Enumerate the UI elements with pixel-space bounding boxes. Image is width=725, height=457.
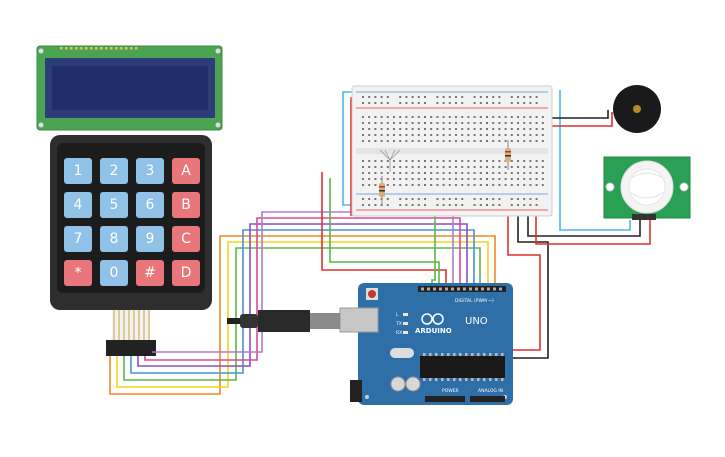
rgb-led[interactable] [379, 149, 401, 172]
keypad-key-label: D [181, 265, 192, 281]
keypad-key-label: 8 [110, 231, 119, 247]
keypad-key-label: 3 [146, 163, 155, 179]
atmega-chip [420, 356, 505, 378]
onboard-led-tx: TX [395, 321, 408, 327]
lcd-header-pins [60, 47, 138, 50]
keypad-key-1[interactable]: 1 [64, 158, 92, 184]
breadboard-holes [362, 96, 544, 206]
keypad-key-3[interactable]: 3 [136, 158, 164, 184]
keypad-key-9[interactable]: 9 [136, 226, 164, 252]
keypad[interactable]: 1 2 3 A 4 5 6 B 7 8 9 C * 0 # D [50, 135, 212, 356]
keypad-key-label: 5 [110, 197, 119, 213]
onboard-led-l: L [396, 312, 408, 318]
keypad-key-label: 9 [146, 231, 155, 247]
digital-label: DIGITAL (PWM ~) [455, 298, 494, 304]
keypad-key-2[interactable]: 2 [100, 158, 128, 184]
keypad-key-7[interactable]: 7 [64, 226, 92, 252]
keypad-key-label: C [181, 231, 191, 247]
keypad-ribbon [113, 310, 150, 342]
arduino-model: UNO [465, 316, 488, 327]
keypad-key-label: B [181, 197, 191, 213]
keypad-key-6[interactable]: 6 [136, 192, 164, 218]
breadboard[interactable] [351, 85, 553, 217]
arduino-brand: ARDUINO [415, 327, 452, 335]
keypad-key-label: 4 [74, 197, 83, 213]
onboard-led-rx: RX [396, 330, 408, 336]
analog-label: ANALOG IN [478, 388, 503, 394]
keypad-key-label: * [75, 265, 82, 281]
keypad-key-label: 0 [110, 265, 119, 281]
piezo-buzzer[interactable] [613, 85, 661, 133]
lcd-screen [52, 66, 208, 110]
keypad-key-0[interactable]: 0 [100, 260, 128, 286]
keypad-key-label: 1 [74, 163, 83, 179]
keypad-key-5[interactable]: 5 [100, 192, 128, 218]
onboard-led-label: RX [396, 330, 402, 336]
onboard-led-label: L [396, 312, 399, 318]
keypad-key-label: # [144, 265, 156, 281]
keypad-wires [109, 211, 496, 395]
resistor-1[interactable] [379, 176, 385, 204]
usb-cable [227, 310, 340, 332]
keypad-key-*[interactable]: * [64, 260, 92, 286]
lcd-display[interactable] [36, 45, 223, 131]
keypad-key-D[interactable]: D [172, 260, 200, 286]
breadboard-wires [321, 90, 651, 405]
keypad-key-label: 2 [110, 163, 119, 179]
keypad-key-label: 6 [146, 197, 155, 213]
keypad-key-A[interactable]: A [172, 158, 200, 184]
keypad-connector [106, 340, 156, 356]
keypad-key-B[interactable]: B [172, 192, 200, 218]
keypad-key-label: 7 [74, 231, 83, 247]
resistor-2[interactable] [505, 140, 511, 170]
pir-sensor[interactable] [603, 156, 691, 220]
power-label: POWER [442, 388, 459, 394]
keypad-key-label: A [181, 163, 191, 179]
keypad-key-#[interactable]: # [136, 260, 164, 286]
keypad-key-C[interactable]: C [172, 226, 200, 252]
onboard-led-label: TX [395, 321, 402, 327]
keypad-key-4[interactable]: 4 [64, 192, 92, 218]
keypad-key-8[interactable]: 8 [100, 226, 128, 252]
